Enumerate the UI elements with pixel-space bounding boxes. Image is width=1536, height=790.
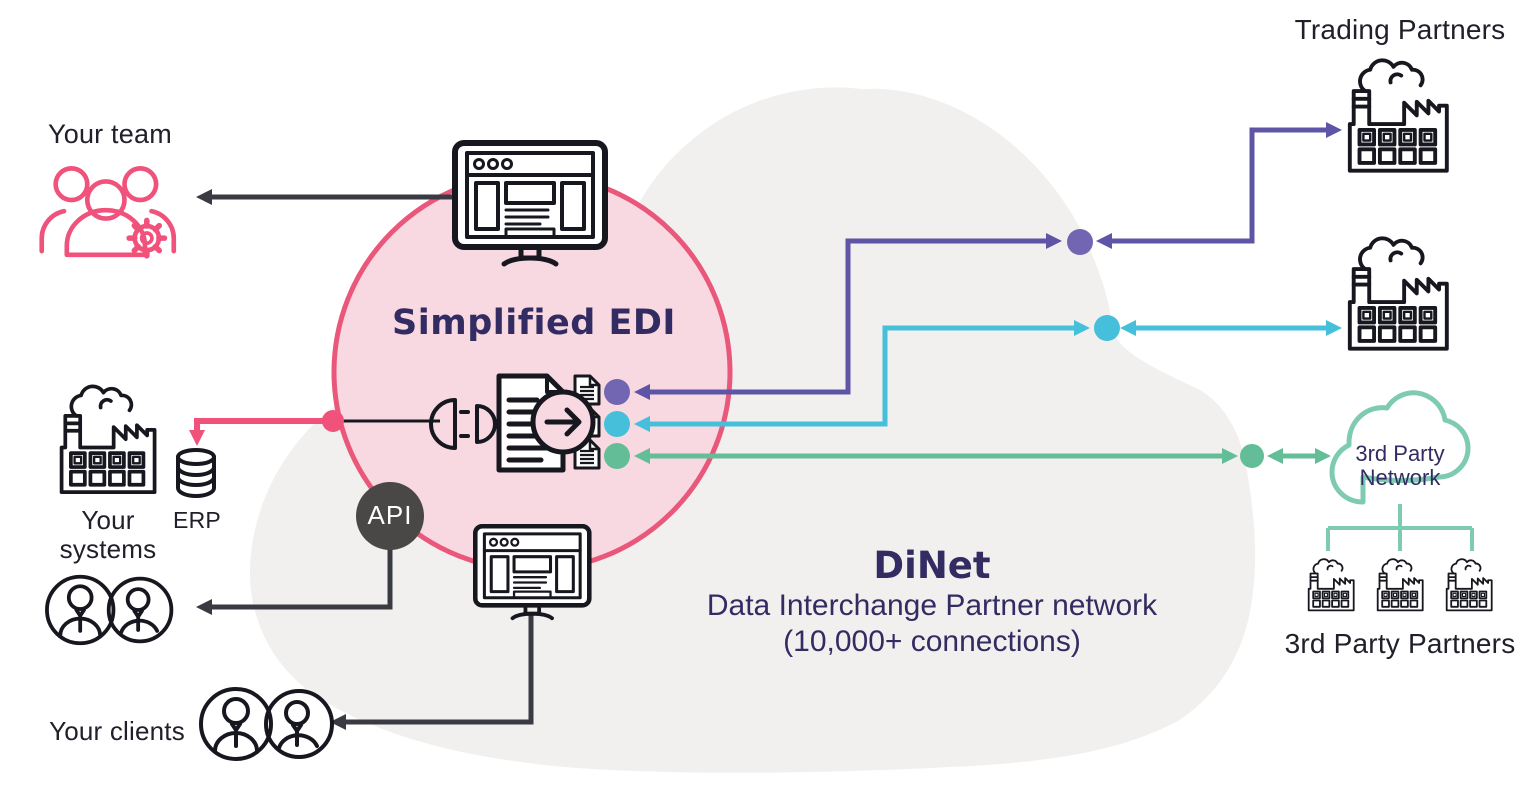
clients-users-icon <box>199 687 334 761</box>
green-arrowheads <box>634 448 1331 464</box>
erp-database-icon <box>176 448 216 498</box>
team-icon <box>42 168 174 255</box>
your-team-label: Your team <box>48 119 172 149</box>
purple-partner-line <box>1112 127 1326 244</box>
monitor-icon-top <box>455 143 605 264</box>
your-systems-label: Your systems <box>59 505 157 564</box>
dinet-subtitle: Data Interchange Partner network <box>706 589 1158 622</box>
team-arrowhead <box>196 189 212 205</box>
clients-connector-line <box>346 615 534 725</box>
trading-partner-factory-1 <box>1347 58 1449 173</box>
api-label: API <box>367 500 413 530</box>
third-party-factory-2 <box>1376 558 1424 612</box>
third-party-factory-3 <box>1445 558 1493 612</box>
trading-partners-label: Trading Partners <box>1294 14 1506 45</box>
green-hub-dot <box>604 443 630 469</box>
systems-users-icon <box>45 574 174 646</box>
dinet-connections: (10,000+ connections) <box>783 625 1081 658</box>
api-badge <box>356 482 424 550</box>
third-party-cloud <box>1329 390 1471 505</box>
simplified-edi-label: Simplified EDI <box>392 303 676 343</box>
third-party-partners-label: 3rd Party Partners <box>1284 628 1516 659</box>
your-clients-label: Your clients <box>49 716 185 746</box>
teal-endpoint-dot <box>1094 315 1120 341</box>
pink-endpoint-dot <box>322 410 344 432</box>
erp-label: ERP <box>173 507 221 533</box>
erp-connector-line <box>194 418 333 430</box>
purple-connectors <box>650 127 1326 395</box>
dark-connectors <box>212 194 534 725</box>
erp-arrowhead <box>189 430 205 446</box>
purple-hub-dot <box>604 379 630 405</box>
teal-arrowheads <box>634 320 1342 432</box>
purple-hub-line <box>650 238 1046 395</box>
clients-arrowhead <box>330 714 346 730</box>
third-party-factory-1 <box>1307 558 1355 612</box>
trading-partner-factory-2 <box>1347 236 1449 351</box>
api-connector-line <box>212 549 393 610</box>
dark-arrowheads <box>196 189 346 730</box>
purple-endpoint-dot <box>1067 229 1093 255</box>
teal-hub-line <box>650 325 1074 427</box>
your-systems-factory-icon <box>59 384 157 495</box>
dinet-title: DiNet <box>873 544 991 587</box>
teal-hub-dot <box>604 411 630 437</box>
third-party-tree-lines <box>1326 504 1474 551</box>
purple-arrowheads <box>634 122 1342 400</box>
third-party-network-label: 3rd Party Network <box>1355 441 1445 490</box>
teal-connectors <box>650 325 1326 427</box>
api-arrowhead <box>196 599 212 615</box>
monitor-icon-bottom <box>475 526 589 618</box>
green-endpoint-dot <box>1240 444 1264 468</box>
